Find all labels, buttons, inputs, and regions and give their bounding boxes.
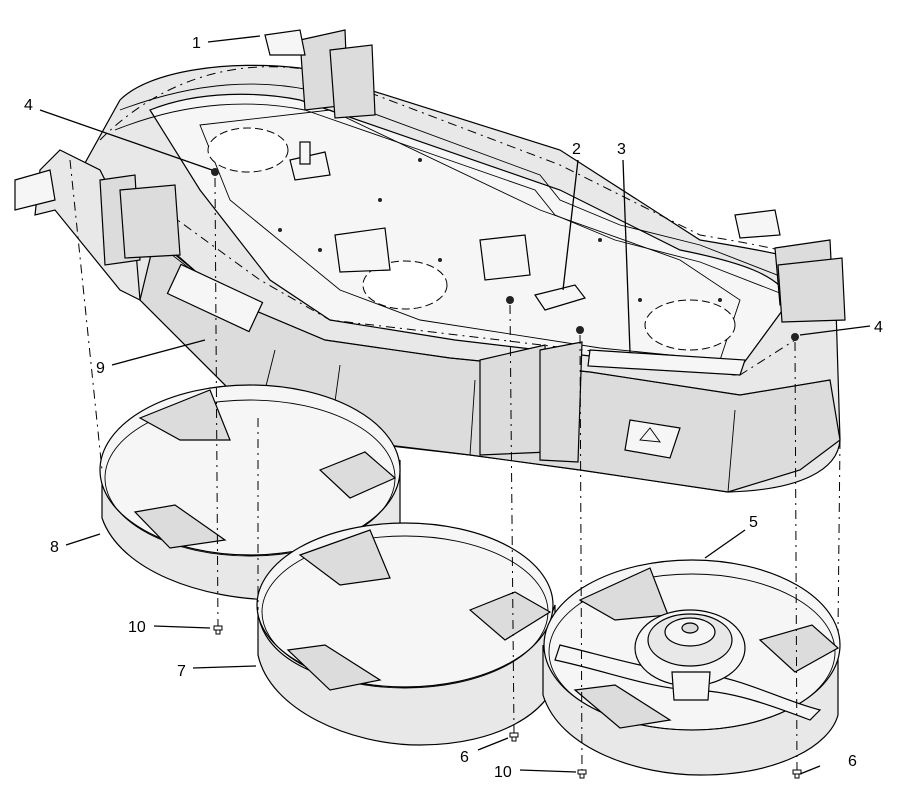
bolt-6-right-icon	[792, 769, 802, 779]
callout-3: 3	[617, 141, 626, 158]
leader-lines	[39, 35, 871, 775]
bolt-10-right-icon	[577, 769, 587, 779]
callout-8: 8	[50, 539, 59, 556]
callout-1: 1	[192, 35, 201, 52]
fasteners	[213, 625, 802, 779]
callout-10-right: 10	[494, 764, 512, 781]
callout-4-left: 4	[24, 97, 33, 114]
callout-5: 5	[749, 514, 758, 531]
callout-labels: 1 2 3 4 4 5 6 6 7 8 9 10 10	[24, 35, 883, 781]
callout-2: 2	[572, 141, 581, 158]
callout-7: 7	[177, 663, 186, 680]
callout-9: 9	[96, 360, 105, 377]
callout-10-left: 10	[128, 619, 146, 636]
callout-6-right: 6	[848, 753, 857, 770]
baffle-ring-7	[256, 522, 556, 746]
bolt-6-left-icon	[509, 732, 519, 742]
callout-6-left: 6	[460, 749, 469, 766]
spindle-assembly	[634, 609, 746, 701]
callout-4-right: 4	[874, 319, 883, 336]
bolt-10-left-icon	[213, 625, 223, 635]
assembly-centerlines	[69, 159, 841, 771]
